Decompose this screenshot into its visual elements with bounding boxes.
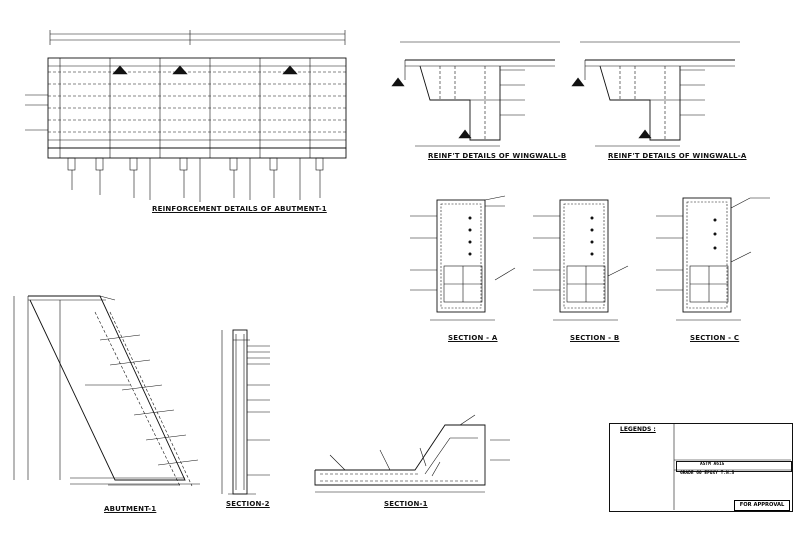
section-c-detail [656, 197, 770, 321]
section-1-detail [314, 414, 510, 493]
section-a-detail [410, 195, 516, 321]
title-abutment-1: ABUTMENT-1 [104, 505, 157, 513]
legend-box [609, 423, 793, 512]
title-section-2: SECTION-2 [226, 500, 270, 508]
title-wingwall-a: REINF'T DETAILS OF WINGWALL-A [608, 152, 747, 160]
wingwall-a-detail [571, 41, 740, 147]
title-section-1: SECTION-1 [384, 500, 428, 508]
grade-note-box [676, 461, 792, 472]
wingwall-b-detail [391, 41, 560, 147]
section-b-detail [533, 199, 629, 321]
title-wingwall-b: REINF'T DETAILS OF WINGWALL-B [428, 152, 567, 160]
grade-note-line1: ASTM A615 [700, 462, 725, 467]
abutment-1-elevation [13, 295, 200, 487]
title-section-a: SECTION - A [448, 334, 498, 342]
title-section-c: SECTION - C [690, 334, 740, 342]
abutment-reinforcement-elevation [25, 30, 347, 202]
grade-note-line2: GRADE 60 EPOXY T.N.S [680, 471, 735, 476]
section-2-detail [221, 329, 270, 495]
title-abutment-reinforcement: REINFORCEMENT DETAILS OF ABUTMENT-1 [152, 205, 327, 213]
title-section-b: SECTION - B [570, 334, 620, 342]
for-approval-stamp: FOR APPROVAL [734, 500, 790, 511]
legend-title: LEGENDS : [620, 426, 656, 433]
